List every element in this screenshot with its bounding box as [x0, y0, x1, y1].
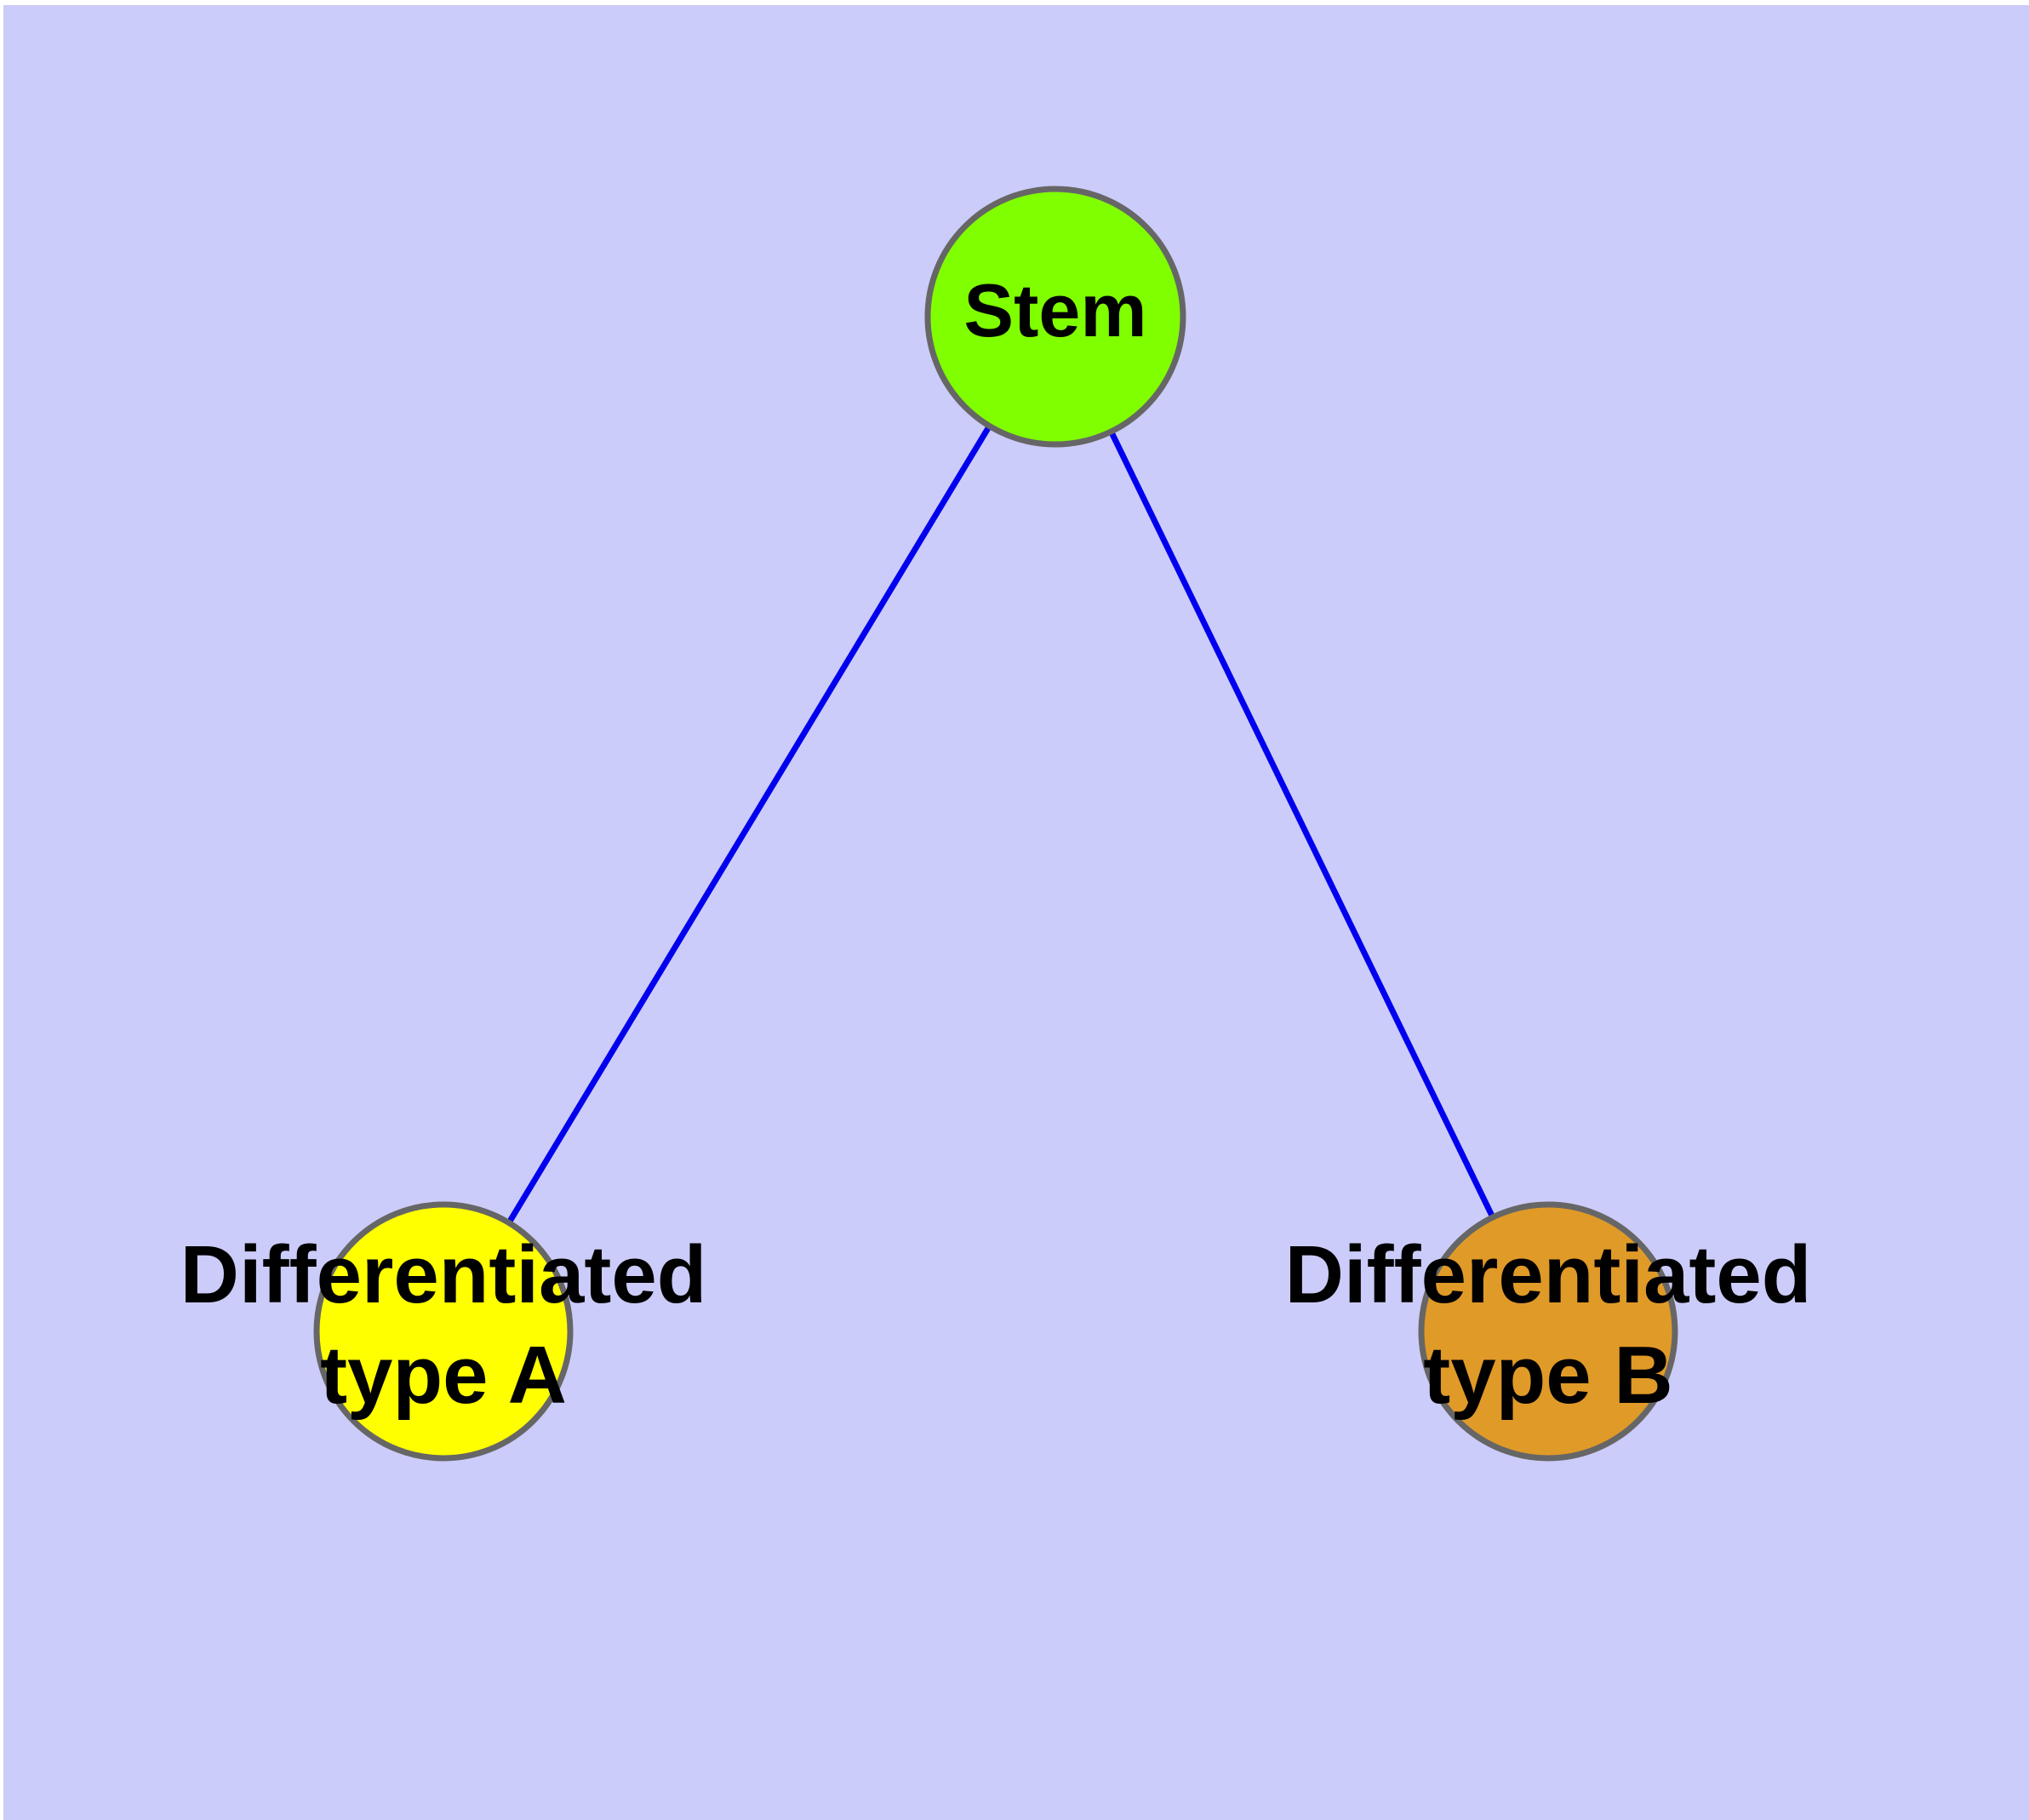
node-differentiated-type-b-circle[interactable]: [1418, 1201, 1678, 1462]
edge-stem-to-differentiated-type-a[interactable]: [506, 424, 992, 1225]
node-stem[interactable]: Stem: [924, 186, 1186, 448]
node-stem-circle[interactable]: [924, 186, 1186, 448]
node-differentiated-type-a-circle[interactable]: [313, 1201, 574, 1462]
node-stem-label: Stem: [963, 268, 1146, 352]
edge-layer: [506, 424, 1496, 1225]
edge-stem-to-differentiated-type-b[interactable]: [1108, 430, 1496, 1219]
